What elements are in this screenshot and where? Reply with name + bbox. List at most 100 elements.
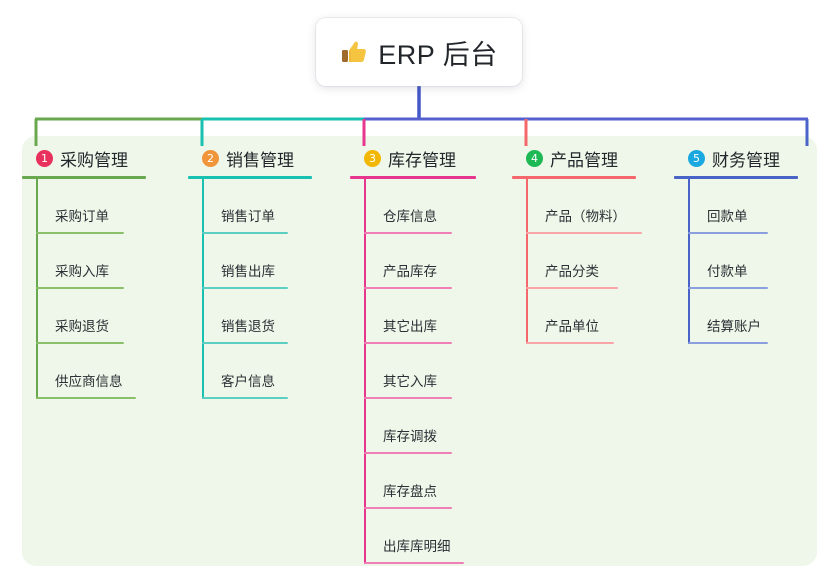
- list-item-rule: [526, 287, 618, 289]
- thumbs-up-icon: [340, 38, 368, 66]
- list-item[interactable]: 仓库信息: [350, 179, 476, 234]
- list-item-rule: [364, 562, 464, 564]
- column-库存管理: 3 库存管理仓库信息产品库存其它出库其它入库库存调拨库存盘点出库库明细: [350, 146, 476, 564]
- list-item[interactable]: 采购入库: [22, 234, 146, 289]
- column-采购管理: 1 采购管理采购订单采购入库采购退货供应商信息: [22, 146, 146, 399]
- column-产品管理: 4 产品管理产品（物料） 产品分类产品单位: [512, 146, 642, 344]
- column-spine: [36, 179, 38, 399]
- list-item-label: 其它出库: [383, 319, 437, 334]
- list-item[interactable]: 产品分类: [512, 234, 636, 289]
- list-item-label: 其它入库: [383, 374, 437, 389]
- list-item-label: 销售退货: [221, 319, 275, 334]
- list-item-label: 产品（物料）: [545, 209, 626, 224]
- list-item-rule: [364, 287, 452, 289]
- column-header-4[interactable]: 4 产品管理: [512, 146, 636, 170]
- root-node[interactable]: ERP 后台: [316, 18, 522, 86]
- list-item[interactable]: 采购退货: [22, 289, 146, 344]
- list-item-rule: [364, 507, 452, 509]
- list-item[interactable]: 出库库明细: [350, 509, 476, 564]
- column-spine: [364, 179, 366, 564]
- list-item[interactable]: 库存盘点: [350, 454, 476, 509]
- column-header-2[interactable]: 2 销售管理: [188, 146, 312, 170]
- list-item-label: 产品单位: [545, 319, 599, 334]
- list-item[interactable]: 其它出库: [350, 289, 476, 344]
- list-item[interactable]: 产品库存: [350, 234, 476, 289]
- list-item[interactable]: 产品（物料）: [512, 179, 642, 234]
- list-item-label: 客户信息: [221, 374, 275, 389]
- list-item-rule: [364, 232, 452, 234]
- column-title: 采购管理: [60, 150, 128, 170]
- list-item-rule: [688, 287, 768, 289]
- list-item-label: 回款单: [707, 209, 748, 224]
- column-销售管理: 2 销售管理销售订单销售出库销售退货客户信息: [188, 146, 312, 399]
- list-item[interactable]: 销售退货: [188, 289, 312, 344]
- column-badge-number: 3: [364, 149, 381, 167]
- list-item-label: 库存调拨: [383, 429, 437, 444]
- list-item-rule: [36, 397, 136, 399]
- list-item-label: 销售订单: [221, 209, 275, 224]
- column-header-5[interactable]: 5 财务管理: [674, 146, 798, 170]
- list-item-rule: [202, 342, 288, 344]
- column-header-rule: [674, 176, 798, 179]
- list-item-label: 结算账户: [707, 319, 761, 334]
- list-item[interactable]: 销售订单: [188, 179, 312, 234]
- list-item-rule: [526, 232, 642, 234]
- column-badge-number: 4: [526, 149, 543, 167]
- column-财务管理: 5 财务管理回款单付款单结算账户: [674, 146, 798, 344]
- list-item-label: 库存盘点: [383, 484, 437, 499]
- column-header-rule: [350, 176, 476, 179]
- list-item-label: 采购订单: [55, 209, 109, 224]
- list-item[interactable]: 客户信息: [188, 344, 312, 399]
- list-item-rule: [202, 287, 288, 289]
- list-item[interactable]: 库存调拨: [350, 399, 476, 454]
- column-badge-number: 5: [688, 149, 705, 167]
- list-item-label: 出库库明细: [383, 539, 451, 554]
- column-spine: [202, 179, 204, 399]
- column-items: 产品（物料） 产品分类产品单位: [512, 179, 642, 344]
- list-item[interactable]: 其它入库: [350, 344, 476, 399]
- list-item[interactable]: 产品单位: [512, 289, 636, 344]
- column-badge-number: 1: [36, 149, 53, 167]
- column-items: 仓库信息产品库存其它出库其它入库库存调拨库存盘点出库库明细: [350, 179, 476, 564]
- column-header-1[interactable]: 1 采购管理: [22, 146, 146, 170]
- column-header-rule: [22, 176, 146, 179]
- list-item-rule: [688, 232, 768, 234]
- column-items: 采购订单采购入库采购退货供应商信息: [22, 179, 146, 399]
- column-title: 产品管理: [550, 150, 618, 170]
- root-label: ERP 后台: [378, 39, 498, 70]
- column-items: 销售订单销售出库销售退货客户信息: [188, 179, 312, 399]
- list-item-rule: [364, 397, 452, 399]
- column-items: 回款单付款单结算账户: [674, 179, 798, 344]
- list-item-rule: [526, 342, 614, 344]
- column-header-rule: [512, 176, 636, 179]
- list-item-rule: [36, 342, 124, 344]
- column-spine: [526, 179, 528, 344]
- list-item[interactable]: 供应商信息: [22, 344, 146, 399]
- list-item-rule: [364, 342, 452, 344]
- list-item[interactable]: 采购订单: [22, 179, 146, 234]
- column-title: 财务管理: [712, 150, 780, 170]
- list-item-label: 仓库信息: [383, 209, 437, 224]
- list-item-label: 采购入库: [55, 264, 109, 279]
- list-item[interactable]: 销售出库: [188, 234, 312, 289]
- list-item-label: 供应商信息: [55, 374, 123, 389]
- list-item[interactable]: 结算账户: [674, 289, 798, 344]
- list-item-label: 产品分类: [545, 264, 599, 279]
- column-header-rule: [188, 176, 312, 179]
- column-badge-number: 2: [202, 149, 219, 167]
- list-item-label: 产品库存: [383, 264, 437, 279]
- content-panel: [22, 136, 817, 566]
- list-item-label: 付款单: [707, 264, 748, 279]
- list-item-rule: [36, 232, 124, 234]
- list-item-label: 采购退货: [55, 319, 109, 334]
- list-item-rule: [202, 397, 288, 399]
- column-header-3[interactable]: 3 库存管理: [350, 146, 476, 170]
- column-title: 销售管理: [226, 150, 294, 170]
- list-item-rule: [36, 287, 124, 289]
- column-spine: [688, 179, 690, 344]
- list-item[interactable]: 付款单: [674, 234, 798, 289]
- column-title: 库存管理: [388, 150, 456, 170]
- list-item-label: 销售出库: [221, 264, 275, 279]
- list-item[interactable]: 回款单: [674, 179, 798, 234]
